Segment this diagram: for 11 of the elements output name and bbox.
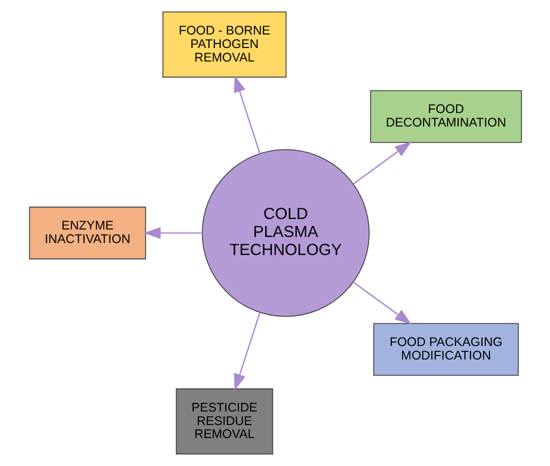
node-circle: COLD PLASMA TECHNOLOGY bbox=[201, 149, 370, 317]
node-box: FOOD - BORNE PATHOGEN REMOVAL bbox=[162, 12, 286, 78]
node-box: FOOD DECONTAMINATION bbox=[370, 90, 522, 143]
arrow bbox=[143, 227, 202, 239]
arrow bbox=[352, 141, 412, 184]
node-box: ENZYME INACTIVATION bbox=[28, 206, 146, 260]
arrow bbox=[234, 312, 260, 391]
arrow bbox=[234, 75, 260, 154]
arrow bbox=[352, 282, 412, 325]
node-box: FOOD PACKAGING MODIFICATION bbox=[372, 323, 518, 376]
node-box: PESTICIDE RESIDUE REMOVAL bbox=[175, 388, 273, 454]
